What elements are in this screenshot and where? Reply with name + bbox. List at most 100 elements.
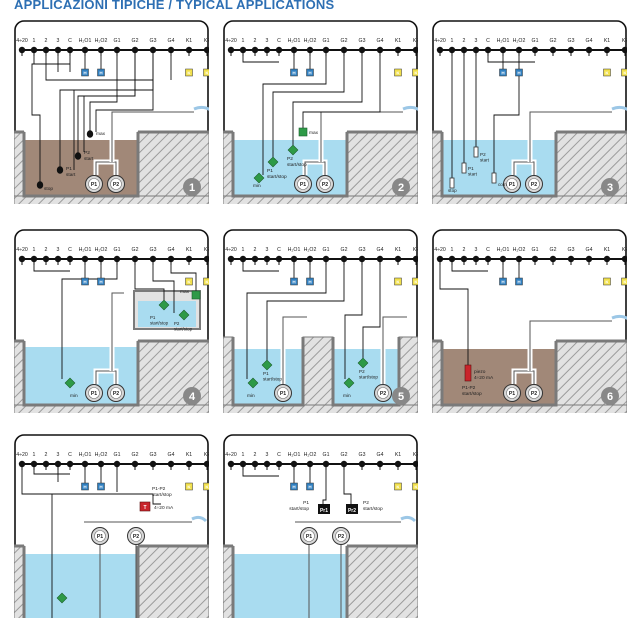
diagram-label: min (247, 393, 255, 399)
diagram-label: K1 (395, 247, 401, 253)
diagram-label: P2 (380, 391, 386, 397)
float-probe (287, 144, 299, 156)
float-probe (357, 357, 369, 369)
diagram-label: 4÷20 (225, 452, 237, 458)
pressure-transducer (139, 501, 151, 512)
relay-box (203, 277, 209, 286)
diagram-label: P2 (113, 182, 119, 188)
relay-box (203, 68, 209, 77)
diagram-label: G2 (132, 247, 139, 253)
relay-box (81, 482, 89, 491)
float-probe (253, 172, 265, 184)
diagram-label: K1 (186, 38, 192, 44)
diagram-label: P2 (531, 182, 537, 188)
svg-text:H: H (292, 280, 296, 285)
diagram-label: K1 (395, 452, 401, 458)
diagram-label: P1-P2 (462, 385, 476, 391)
relay-box (97, 68, 105, 77)
diagram-label: P2 (322, 182, 328, 188)
diagram-label: 2 (45, 38, 48, 44)
diagram-label: P1 (267, 168, 273, 174)
svg-text:K: K (396, 71, 400, 76)
diagram-label: P2 (133, 534, 139, 540)
diagram-label: 4÷20 (16, 247, 28, 253)
diagram-label: G3 (150, 452, 157, 458)
diagram-label: H₂O1 (288, 452, 301, 458)
svg-text:K: K (396, 485, 400, 490)
diagram-label: C (68, 38, 72, 44)
relay-box (290, 277, 298, 286)
diagram-label: T (143, 505, 146, 511)
diagram-label: 1 (33, 247, 36, 253)
relay-box (97, 277, 105, 286)
diagram-label: G1 (323, 452, 330, 458)
piezo-sensor (464, 364, 472, 382)
diagram-label: P1 (468, 166, 474, 171)
diagram-label: G1 (532, 38, 539, 44)
diagram-label: G4 (377, 38, 384, 44)
diagram-label: K2 (622, 38, 627, 44)
diagram-label: H₂O1 (79, 38, 92, 44)
diagram-label: K1 (604, 38, 610, 44)
svg-text:H: H (99, 280, 103, 285)
diagram-label: start/stop (462, 391, 482, 397)
relay-box (621, 68, 627, 77)
diagram-label: P2 (84, 150, 90, 156)
diagram-label: G2 (550, 247, 557, 253)
svg-text:K: K (187, 280, 191, 285)
diagram-label: 1 (451, 247, 454, 253)
diagram-label: Pr1 (320, 508, 328, 514)
diagram-label: 1 (242, 452, 245, 458)
diagram-label: max (96, 132, 106, 137)
relay-box (81, 68, 89, 77)
diagram-label: P1 (280, 391, 286, 397)
diagram-label: 3 (266, 452, 269, 458)
diagram-label: 2 (463, 38, 466, 44)
diagram-label: G3 (568, 247, 575, 253)
relay-box (306, 68, 314, 77)
svg-text:H: H (99, 485, 103, 490)
diagram-label: P1-P2 (152, 486, 166, 492)
diagram-label: G4 (377, 452, 384, 458)
diagram-label: 3 (475, 38, 478, 44)
pressure-switch-2 (346, 504, 358, 514)
relay-box (394, 482, 402, 491)
terminal-dot (412, 46, 418, 54)
page-title: APPLICAZIONI TIPICHE / TYPICAL APPLICATI… (14, 0, 335, 12)
pressure-switch-1 (318, 504, 330, 514)
svg-text:K: K (396, 280, 400, 285)
diagram-label: H₂O1 (79, 452, 92, 458)
diagram-label: stop (448, 188, 457, 193)
svg-text:H: H (83, 280, 87, 285)
svg-text:H: H (308, 71, 312, 76)
relay-box (412, 277, 418, 286)
diagram-label: 4÷20 mA (154, 505, 174, 511)
diagram-label: H₂O1 (288, 247, 301, 253)
diagram-label: K1 (186, 452, 192, 458)
diagram-label: G4 (168, 452, 175, 458)
diagram-label: K1 (395, 38, 401, 44)
svg-text:K: K (187, 71, 191, 76)
panel-number: 5 (398, 391, 404, 403)
relay-box (290, 68, 298, 77)
diagram-label: G4 (586, 38, 593, 44)
diagram-label: 2 (45, 452, 48, 458)
diagram-label: 4÷20 (434, 38, 446, 44)
panel-number-badge (392, 387, 410, 405)
diagram-label: 3 (266, 247, 269, 253)
diagram-label: C (68, 247, 72, 253)
diagram-label: 1 (451, 38, 454, 44)
square-probe (298, 127, 308, 137)
svg-text:H: H (517, 71, 521, 76)
diagram-label: K2 (413, 452, 418, 458)
diagram-label: H₂O2 (95, 38, 108, 44)
svg-text:H: H (501, 71, 505, 76)
svg-text:H: H (308, 280, 312, 285)
rod-probe (473, 146, 479, 158)
diagram-label: 4÷20 (225, 247, 237, 253)
terminal-dot (412, 460, 418, 468)
